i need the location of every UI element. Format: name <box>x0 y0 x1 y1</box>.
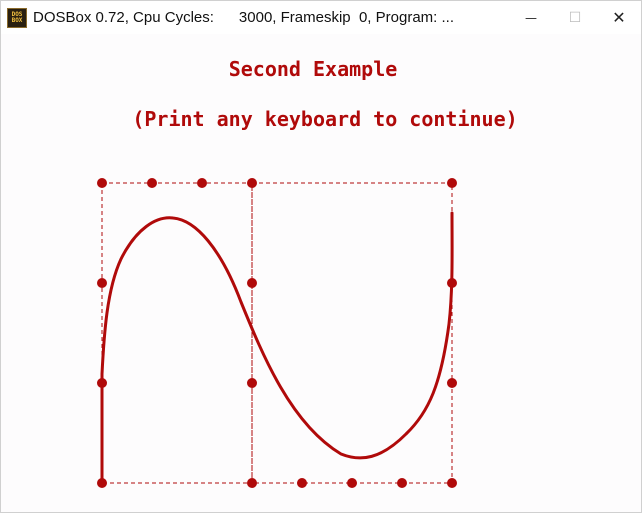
control-point[interactable] <box>97 378 107 388</box>
control-point[interactable] <box>147 178 157 188</box>
control-point[interactable] <box>347 478 357 488</box>
control-point[interactable] <box>97 278 107 288</box>
dosbox-app-icon[interactable]: DOS BOX <box>7 7 27 28</box>
title-bar[interactable]: DOS BOX DOSBox 0.72, Cpu Cycles: 3000, F… <box>1 1 641 34</box>
control-point[interactable] <box>197 178 207 188</box>
control-point[interactable] <box>447 178 457 188</box>
control-point[interactable] <box>247 278 257 288</box>
control-point[interactable] <box>447 378 457 388</box>
control-point[interactable] <box>447 478 457 488</box>
window-title: DOSBox 0.72, Cpu Cycles: 3000, Frameskip… <box>33 9 454 26</box>
right-control-box <box>251 182 453 484</box>
dos-screen[interactable]: Second Example (Print any keyboard to co… <box>1 34 641 512</box>
app-icon-text-bottom: BOX <box>11 16 23 24</box>
minimize-button[interactable]: — <box>509 1 553 34</box>
continue-prompt: (Print any keyboard to continue) <box>132 107 517 131</box>
maximize-icon: ☐ <box>568 9 582 26</box>
control-point[interactable] <box>97 478 107 488</box>
close-button[interactable]: ✕ <box>597 1 641 34</box>
bezier-canvas: Second Example (Print any keyboard to co… <box>97 57 518 488</box>
control-point[interactable] <box>447 278 457 288</box>
bezier-curve <box>100 211 454 485</box>
left-control-box <box>101 182 253 484</box>
control-point[interactable] <box>247 378 257 388</box>
app-icon-text-top: DOS <box>11 10 23 18</box>
control-points <box>97 178 457 488</box>
close-icon: ✕ <box>612 8 626 27</box>
control-point[interactable] <box>97 178 107 188</box>
control-point[interactable] <box>247 478 257 488</box>
minimize-icon: — <box>525 10 537 25</box>
maximize-button[interactable]: ☐ <box>553 1 597 34</box>
control-point[interactable] <box>397 478 407 488</box>
control-point[interactable] <box>247 178 257 188</box>
control-point[interactable] <box>297 478 307 488</box>
screen-heading: Second Example <box>229 57 398 81</box>
